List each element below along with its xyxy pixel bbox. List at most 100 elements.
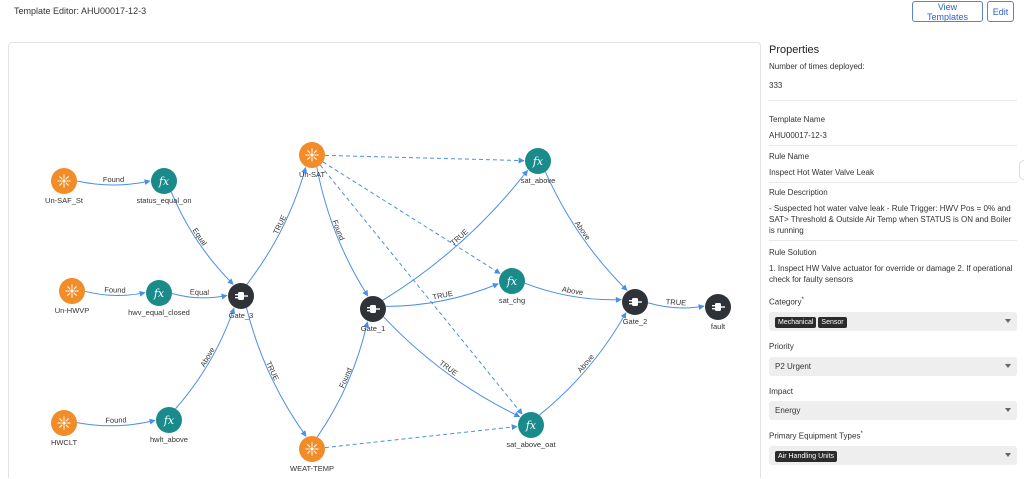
graph-node-gate-3[interactable]: Gate_3 — [228, 283, 254, 320]
rule-name-label: Rule Name — [769, 152, 810, 161]
priority-value: P2 Urgent — [775, 362, 812, 371]
function-node-icon[interactable] — [525, 148, 551, 174]
graph-edge-e18[interactable] — [544, 171, 628, 291]
edge-label: TRUE — [432, 289, 454, 302]
edge-label: Above — [561, 285, 583, 297]
node-label: sat_chg — [499, 296, 525, 305]
view-templates-button[interactable]: View Templates — [912, 1, 983, 22]
fx-icon: fx — [525, 419, 537, 432]
graph-node-un-sat[interactable]: Un-SAT — [299, 142, 326, 179]
graph-node-un-hwvp[interactable]: Un-HWVP — [55, 278, 90, 315]
header-bar: Template Editor: AHU00017-12-3 View Temp… — [0, 0, 1024, 24]
deployed-value: 333 — [769, 81, 783, 90]
tag-chip: Mechanical — [775, 317, 817, 328]
edge-label: Found — [330, 219, 346, 242]
graph-edge-e2[interactable] — [84, 290, 146, 297]
graph-edge-e15[interactable] — [382, 169, 528, 301]
edge-label: TRUE — [665, 297, 686, 307]
chevron-down-icon — [1005, 453, 1011, 457]
function-node-icon[interactable] — [518, 412, 544, 438]
primary-equipment-label-text: Primary Equipment Types — [769, 431, 861, 441]
graph-node-hwclt[interactable]: HWCLT — [51, 410, 78, 447]
node-label: status_equal_on — [136, 196, 191, 205]
panel-resize-handle[interactable] — [1019, 160, 1024, 180]
chevron-down-icon — [1005, 319, 1011, 323]
template-name-label: Template Name — [769, 115, 826, 124]
tag-chip: Air Handling Units — [775, 451, 838, 462]
graph-edge-e1[interactable] — [76, 179, 151, 186]
edge-label: TRUE — [271, 214, 288, 236]
graph-edge-e9[interactable] — [316, 166, 369, 297]
graph-edge-e21[interactable] — [647, 302, 705, 311]
edge-label: Above — [575, 352, 596, 374]
edge-label: Found — [104, 285, 125, 294]
graph-node-un-saf-st[interactable]: Un-SAF_St — [45, 168, 84, 205]
node-label: Gate_2 — [623, 317, 648, 326]
function-node-icon[interactable] — [151, 168, 177, 194]
node-label: HWCLT — [51, 438, 78, 447]
rule-graph[interactable]: FoundFoundFoundEqualEqualAboveTRUETRUEFo… — [9, 43, 762, 479]
rule-description-value: - Suspected hot water valve leak - Rule … — [769, 204, 1012, 235]
graph-edge-e6[interactable] — [175, 307, 236, 410]
impact-label: Impact — [769, 387, 794, 396]
node-label: sat_above_oat — [506, 440, 556, 449]
edge-label: Found — [105, 415, 127, 425]
divider — [769, 240, 1017, 241]
graph-edge-e3[interactable] — [76, 418, 156, 427]
edge-label: TRUE — [264, 360, 281, 382]
rule-solution-label: Rule Solution — [769, 248, 817, 257]
graph-edge-e20[interactable] — [539, 312, 627, 416]
graph-edge-e10[interactable] — [316, 321, 370, 438]
node-label: WEAT-TEMP — [290, 464, 334, 473]
category-label-text: Category — [769, 297, 802, 307]
graph-edge-e5[interactable] — [171, 292, 228, 300]
divider — [769, 182, 1017, 183]
edge-label: Above — [198, 346, 216, 369]
graph-edge-e12[interactable] — [322, 161, 501, 274]
impact-value: Energy — [775, 406, 801, 415]
graph-edge-e16[interactable] — [385, 283, 499, 307]
priority-label: Priority — [769, 342, 794, 351]
fx-icon: fx — [163, 414, 175, 427]
primary-equipment-select[interactable]: Air Handling Units — [769, 446, 1017, 465]
template-name-value: AHU00017-12-3 — [769, 131, 827, 140]
graph-node-hwlt-above[interactable]: fx hwlt_above — [150, 407, 188, 444]
graph-edge-e19[interactable] — [524, 282, 622, 303]
edge-label: Found — [337, 366, 354, 389]
fx-icon: fx — [532, 155, 544, 168]
graph-node-sat-above-oat[interactable]: fx sat_above_oat — [506, 412, 557, 449]
graph-node-weat-temp[interactable]: WEAT-TEMP — [290, 436, 334, 473]
graph-node-gate-2[interactable]: Gate_2 — [622, 289, 648, 326]
graph-edge-e17[interactable] — [383, 316, 521, 418]
graph-edge-e7[interactable] — [246, 166, 308, 285]
function-node-icon[interactable] — [156, 407, 182, 433]
function-node-icon[interactable] — [146, 280, 172, 306]
edit-button[interactable]: Edit — [987, 1, 1014, 22]
properties-title: Properties — [769, 44, 820, 56]
graph-node-fault[interactable]: fault — [705, 294, 731, 331]
page-title: Template Editor: AHU00017-12-3 — [14, 6, 147, 16]
graph-edge-e8[interactable] — [245, 307, 307, 437]
graph-edge-e4[interactable] — [170, 191, 234, 285]
required-mark: * — [801, 297, 804, 303]
edge-label: Above — [573, 219, 592, 242]
node-label: hwv_equal_closed — [128, 308, 190, 317]
graph-edge-e14[interactable] — [324, 424, 518, 449]
priority-select[interactable]: P2 Urgent — [769, 357, 1017, 376]
fx-icon: fx — [506, 275, 518, 288]
graph-edge-e11[interactable] — [324, 154, 525, 164]
node-label: Un-HWVP — [55, 306, 90, 315]
graph-node-sat-chg[interactable]: fx sat_chg — [499, 268, 525, 305]
graph-node-gate-1[interactable]: Gate_1 — [360, 296, 386, 333]
impact-select[interactable]: Energy — [769, 401, 1017, 420]
rule-description-label: Rule Description — [769, 188, 828, 197]
node-label: hwlt_above — [150, 435, 188, 444]
function-node-icon[interactable] — [499, 268, 525, 294]
rule-name-value: Inspect Hot Water Valve Leak — [769, 168, 874, 177]
properties-panel: Properties Number of times deployed: 333… — [769, 40, 1024, 478]
